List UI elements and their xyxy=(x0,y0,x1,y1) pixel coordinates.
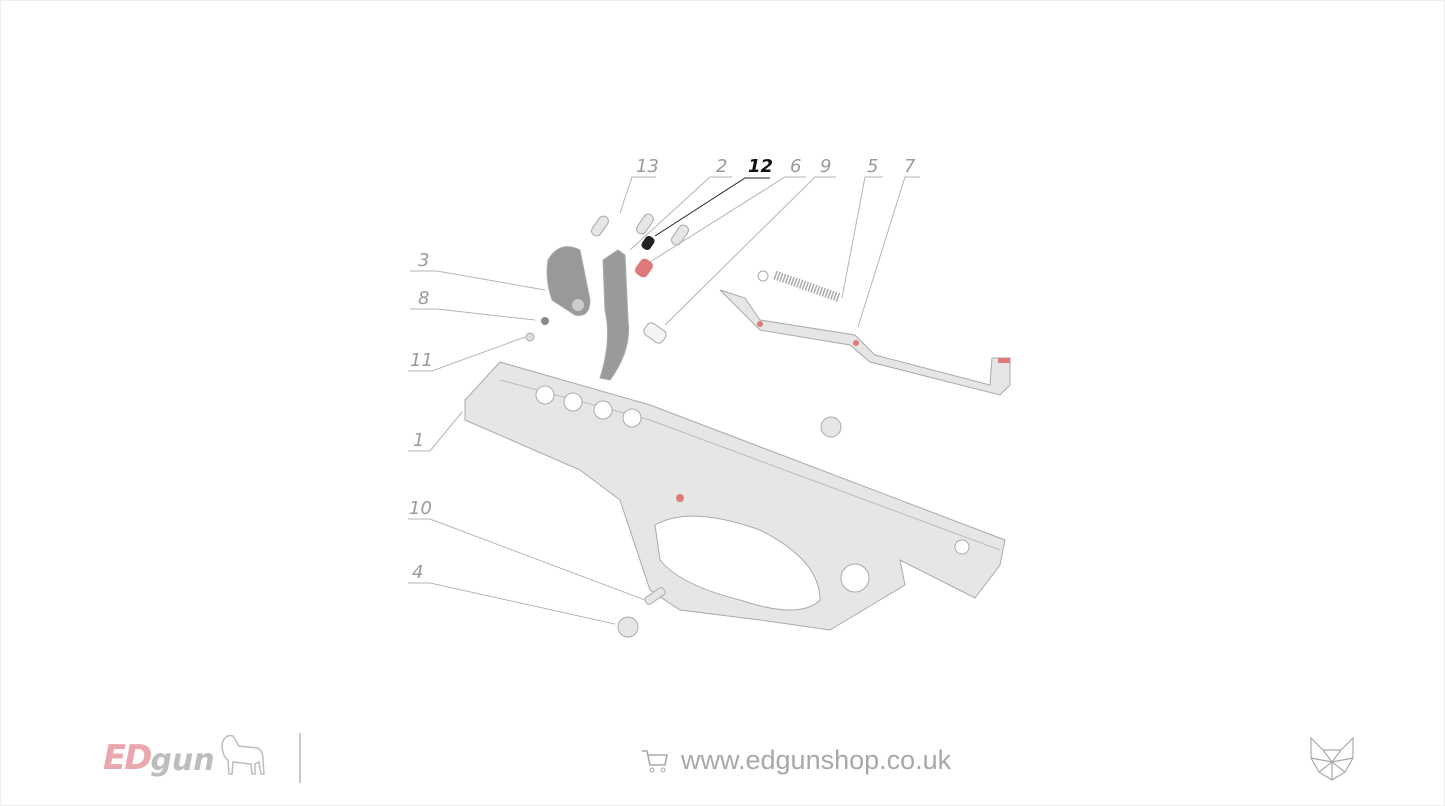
part-5-spring xyxy=(757,270,842,303)
part-7-lever xyxy=(719,289,1011,396)
pins xyxy=(525,213,842,638)
callout-1: 1 xyxy=(413,430,424,451)
dog-icon xyxy=(220,734,265,775)
callout-8: 8 xyxy=(418,288,429,309)
callout-12: 12 xyxy=(748,156,773,177)
logo-gun-text: gun xyxy=(150,743,215,778)
callout-3: 3 xyxy=(418,250,429,271)
shopping-cart-icon xyxy=(642,749,668,772)
callout-2: 2 xyxy=(716,156,727,177)
callout-4: 4 xyxy=(412,562,423,583)
callout-5: 5 xyxy=(867,156,878,177)
callout-7: 7 xyxy=(904,156,916,177)
callout-11: 11 xyxy=(410,350,433,371)
part-2-trigger xyxy=(599,249,630,381)
logo-ed-text: ED xyxy=(103,738,152,778)
exploded-parts-diagram: 13 2 12 6 9 5 7 3 8 11 1 10 4 xyxy=(408,156,1011,638)
leader-lines xyxy=(408,176,920,625)
part-3-sear xyxy=(546,246,591,316)
wolf-head-logo-icon xyxy=(1310,736,1354,781)
edgun-logo[interactable]: ED gun xyxy=(103,728,267,778)
callout-9: 9 xyxy=(820,156,831,177)
footer-divider xyxy=(299,733,301,783)
callout-10: 10 xyxy=(409,498,432,519)
part-1-trigger-housing xyxy=(464,361,1006,631)
callout-6: 6 xyxy=(790,156,801,177)
shop-link[interactable]: www.edgunshop.co.uk xyxy=(641,745,951,776)
shop-url[interactable]: www.edgunshop.co.uk xyxy=(681,745,952,775)
callout-13: 13 xyxy=(636,156,659,177)
